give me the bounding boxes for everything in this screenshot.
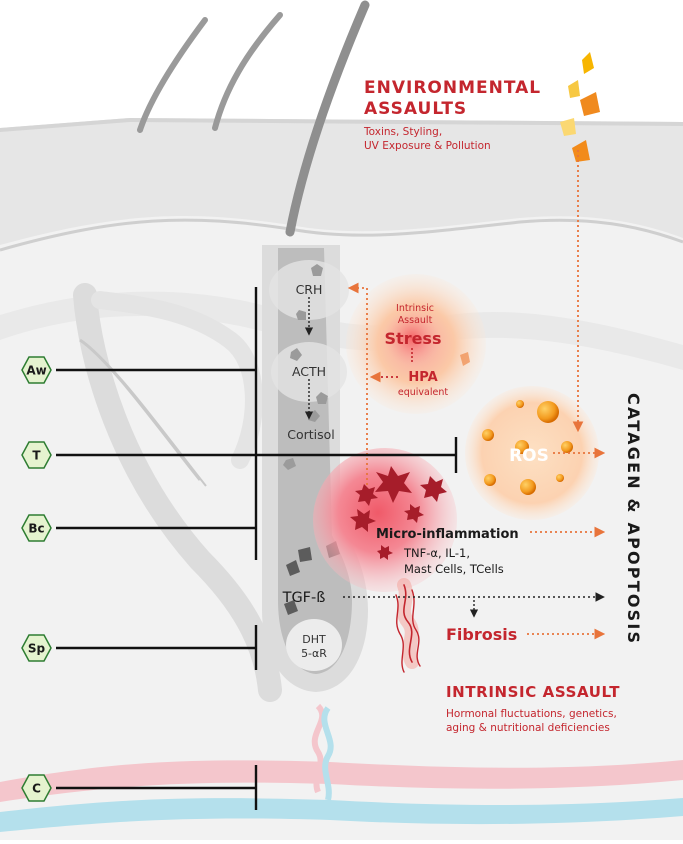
hex-label-sp: Sp [28, 642, 46, 656]
hex-label-bc: Bc [28, 522, 44, 536]
environmental-sub-line1: Toxins, Styling, [363, 126, 442, 138]
hex-bc: Bc [22, 515, 51, 541]
ros-label: ROS [509, 446, 549, 466]
stress-title: Stress [385, 329, 442, 348]
stress-line2: Assault [398, 315, 433, 326]
environmental-title-line2: ASSAULTS [364, 99, 467, 119]
marker-tgf: TGF-ß [282, 590, 326, 606]
intrinsic-title: INTRINSIC ASSAULT [446, 683, 620, 701]
hex-c: C [22, 775, 51, 801]
catagen-apoptosis-label: CATAGEN & APOPTOSIS [624, 393, 643, 645]
hex-label-aw: Aw [26, 364, 46, 378]
marker-cortisol: Cortisol [287, 427, 335, 442]
marker-5ar: 5-αR [301, 647, 327, 660]
hpa-label: HPA [408, 370, 437, 385]
hair-shaft-2 [215, 15, 280, 128]
hex-label-t: T [32, 449, 41, 463]
hpa-equivalent: equivalent [398, 387, 448, 398]
marker-dht: DHT [302, 633, 326, 646]
intrinsic-sub-line1: Hormonal fluctuations, genetics, [446, 708, 617, 720]
hair-shaft-1 [140, 20, 205, 130]
inflammation-line2: TNF-α, IL-1, [403, 546, 470, 560]
hex-aw: Aw [22, 357, 51, 383]
hex-sp: Sp [22, 635, 51, 661]
marker-acth: ACTH [292, 364, 326, 379]
marker-crh: CRH [296, 282, 323, 297]
environmental-title-line1: ENVIRONMENTAL [364, 78, 541, 98]
hex-label-c: C [32, 782, 41, 796]
inflammation-line3: Mast Cells, TCells [404, 562, 504, 576]
stress-line1: Intrinsic [396, 303, 434, 314]
inflammation-title: Micro-inflammation [376, 527, 519, 542]
fibrosis-label: Fibrosis [446, 625, 517, 644]
hex-t: T [22, 442, 51, 468]
environmental-sub-line2: UV Exposure & Pollution [364, 140, 491, 152]
intrinsic-sub-line2: aging & nutritional deficiencies [446, 722, 610, 734]
